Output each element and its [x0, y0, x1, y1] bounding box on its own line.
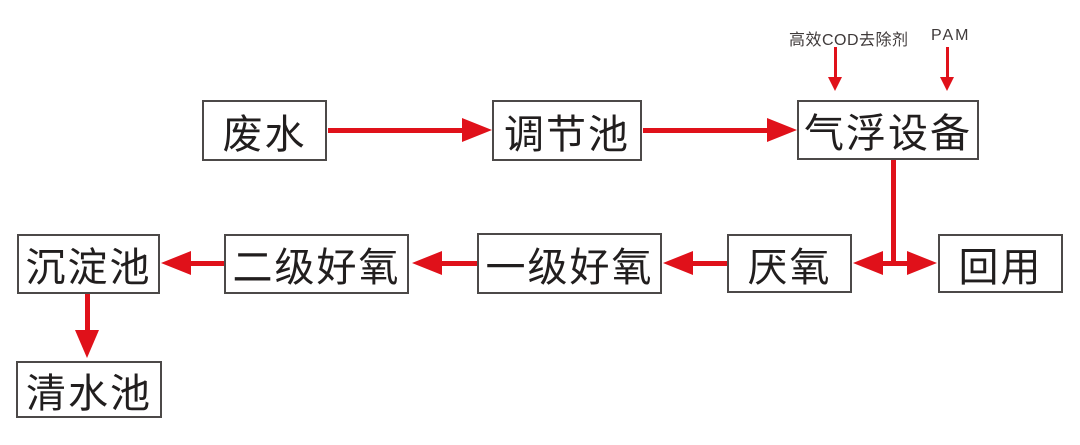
- arrow-shaft: [189, 261, 224, 266]
- arrow-head-left-icon: [663, 251, 693, 275]
- node-secondary-aerobic: 二级好氧: [224, 234, 409, 294]
- arrow-head-left-icon: [412, 251, 442, 275]
- arrow-head-down-icon: [940, 77, 954, 91]
- node-anaerobic: 厌氧: [727, 234, 852, 293]
- arrow-head-right-icon: [767, 118, 797, 142]
- node-primary-aerobic: 一级好氧: [477, 233, 662, 294]
- arrow-shaft: [440, 261, 477, 266]
- arrow-head-right-icon: [907, 251, 937, 275]
- node-clear-water-tank: 清水池: [16, 361, 162, 418]
- arrow-shaft: [876, 261, 916, 266]
- arrow-air-flotation-down: [891, 160, 896, 266]
- arrow-shaft: [691, 261, 727, 266]
- arrow-shaft: [85, 294, 90, 332]
- arrow-head-down-icon: [75, 330, 99, 358]
- node-air-flotation: 气浮设备: [797, 100, 979, 160]
- node-regulating-tank: 调节池: [492, 100, 642, 161]
- node-wastewater: 废水: [202, 100, 327, 161]
- arrow-shaft: [328, 128, 464, 133]
- arrow-head-right-icon: [462, 118, 492, 142]
- arrow-head-left-icon: [161, 251, 191, 275]
- annotation-pam: PAM: [931, 27, 971, 44]
- node-sedimentation-tank: 沉淀池: [17, 234, 160, 294]
- arrow-shaft: [946, 47, 949, 79]
- arrow-head-left-icon: [853, 251, 883, 275]
- arrow-head-down-icon: [828, 77, 842, 91]
- node-reuse: 回用: [938, 234, 1063, 293]
- arrow-shaft: [834, 47, 837, 79]
- annotation-cod-remover: 高效COD去除剂: [789, 32, 909, 49]
- arrow-shaft: [643, 128, 769, 133]
